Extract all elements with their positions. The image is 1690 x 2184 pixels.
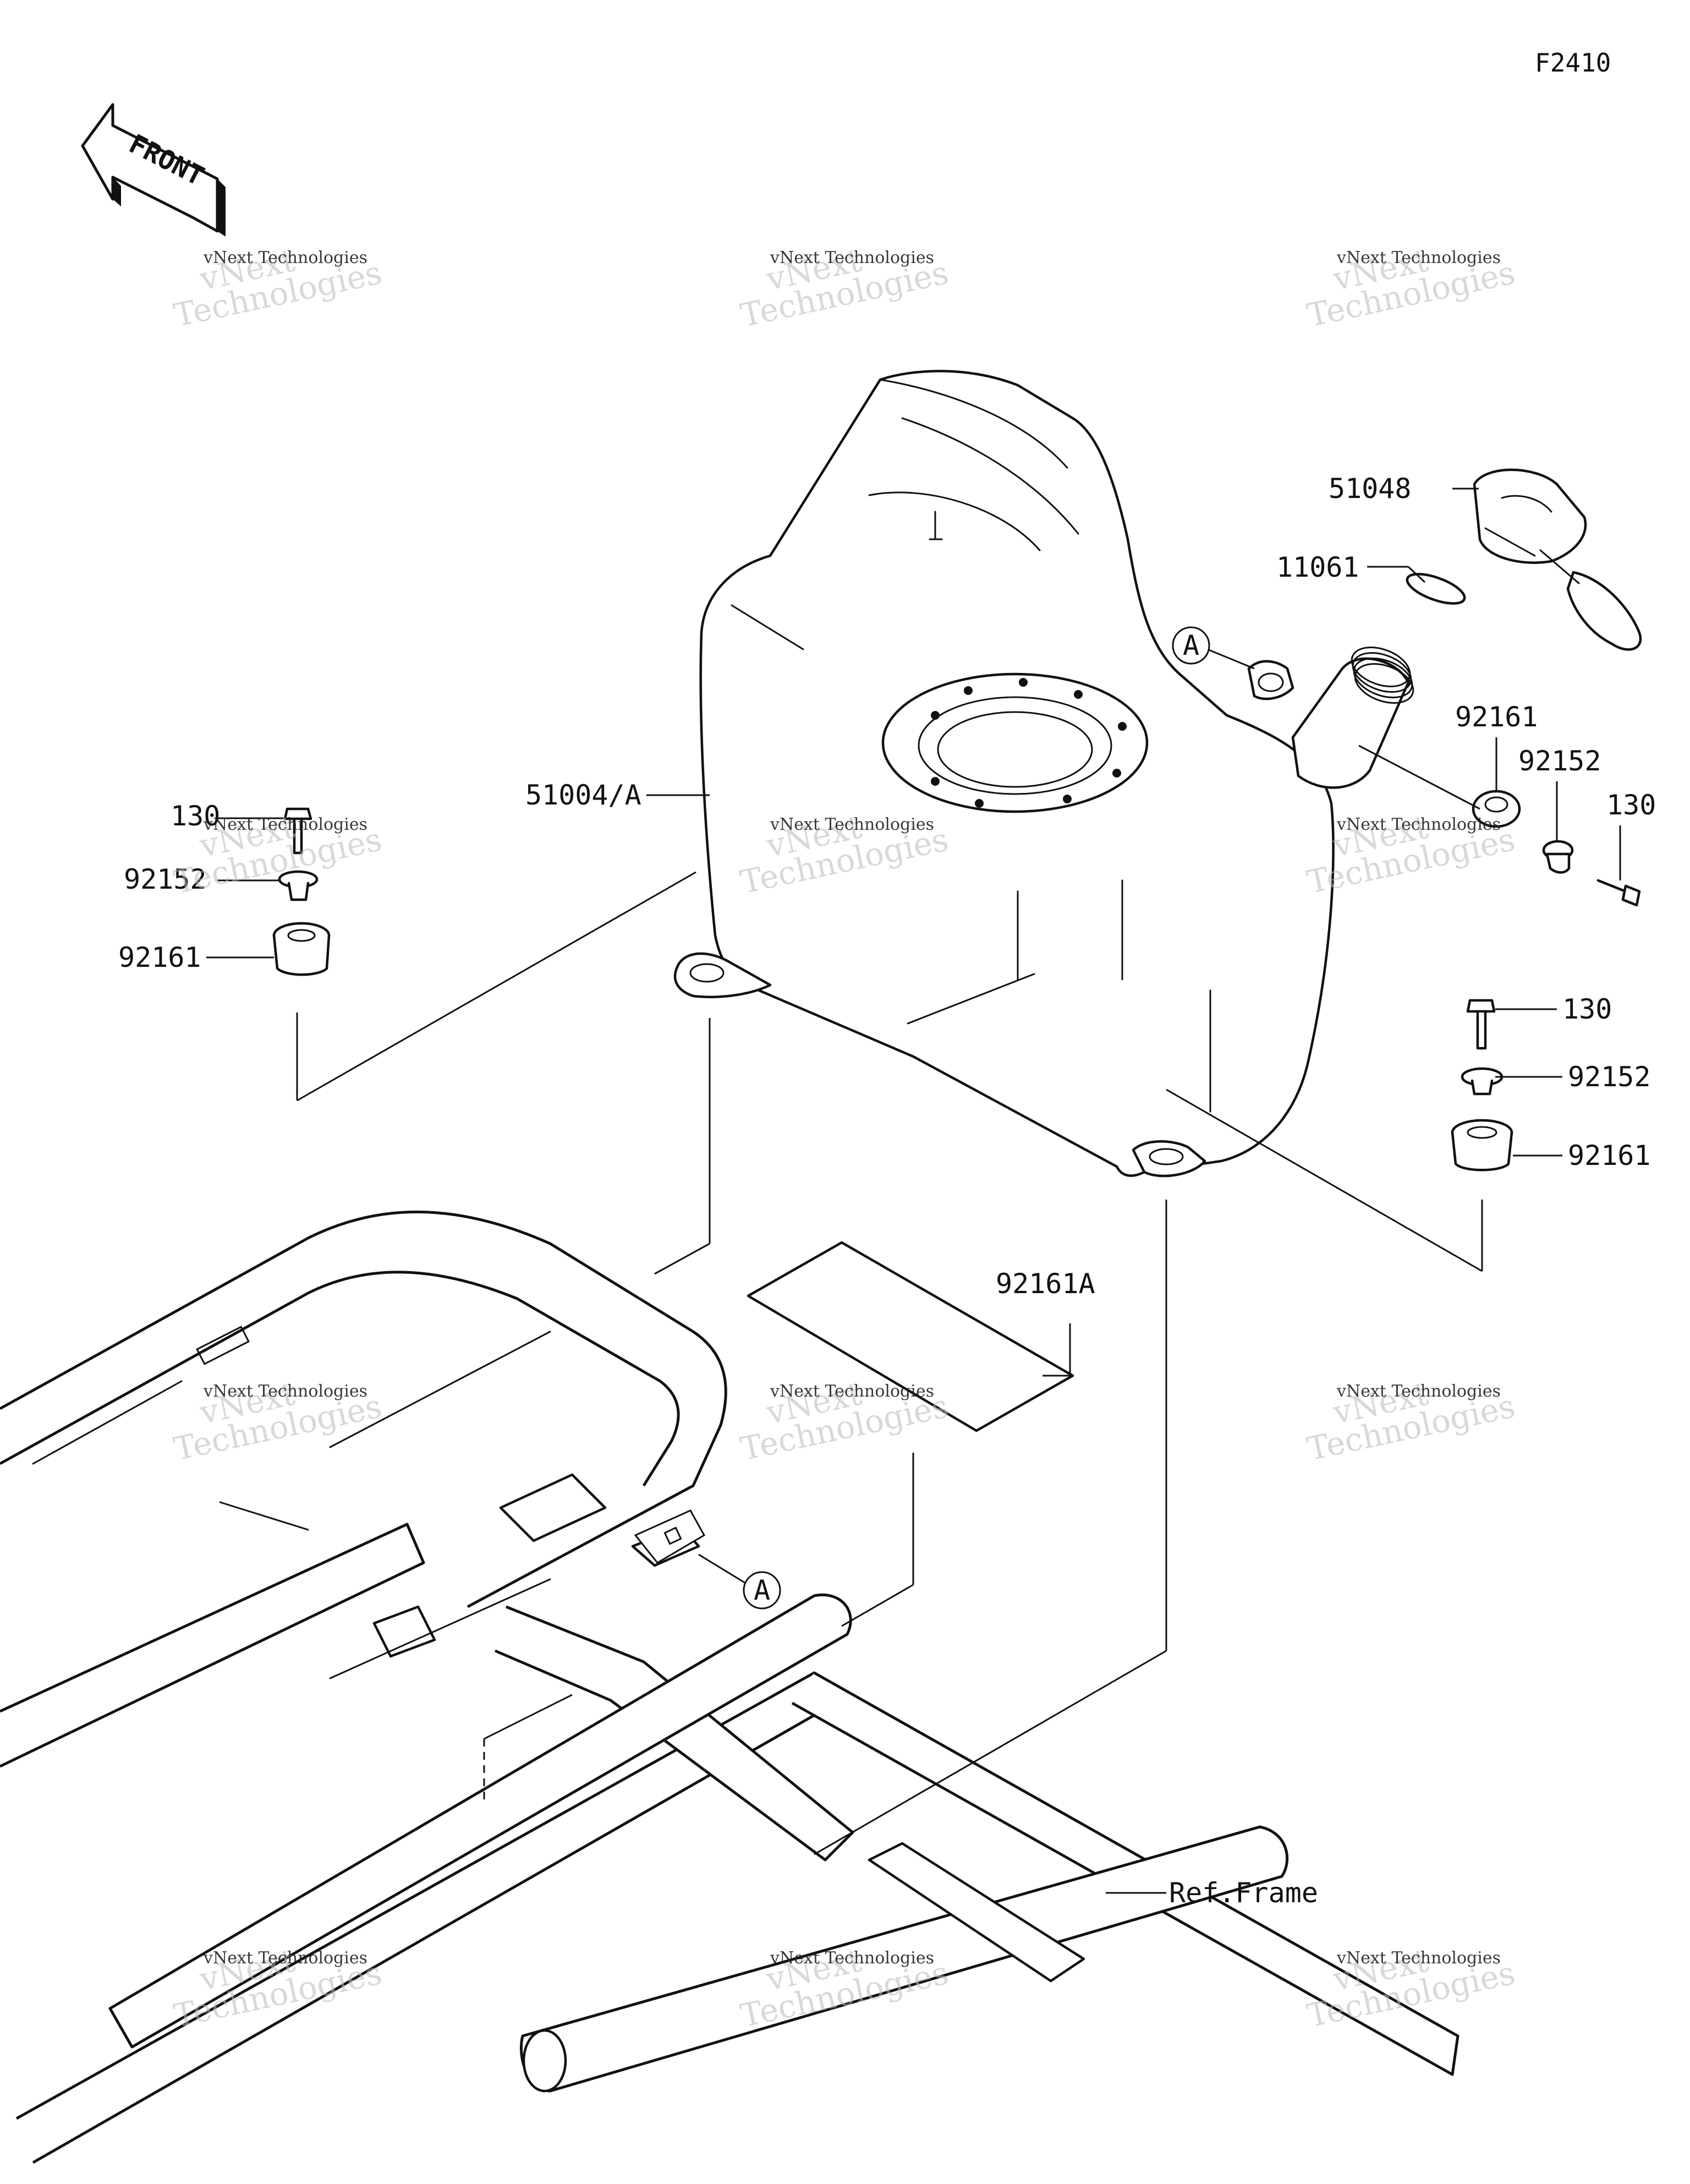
label-damper-right: 92161 bbox=[1455, 701, 1538, 733]
label-collar-left: 92152 bbox=[124, 863, 207, 895]
label-bolt-right: 130 bbox=[1606, 789, 1656, 821]
bolt-left bbox=[283, 807, 312, 855]
svg-text:vNext Technologies: vNext Technologies bbox=[203, 248, 367, 267]
fuel-cap bbox=[1473, 468, 1642, 651]
figure-code: F2410 bbox=[1535, 48, 1611, 78]
svg-text:vNext Technologies: vNext Technologies bbox=[1336, 1948, 1501, 1968]
svg-text:A: A bbox=[1183, 630, 1199, 661]
bolt-lower-right bbox=[1466, 999, 1496, 1050]
label-pad: 92161A bbox=[996, 1268, 1095, 1300]
svg-text:vNext Technologies: vNext Technologies bbox=[203, 815, 367, 834]
label-damper-lower-right: 92161 bbox=[1568, 1140, 1651, 1172]
ref-marker-a-frame: A bbox=[743, 1571, 781, 1610]
collar-left bbox=[278, 870, 319, 901]
cap-gasket bbox=[1406, 573, 1466, 605]
ref-frame bbox=[0, 1211, 1459, 2164]
svg-text:vNext Technologies: vNext Technologies bbox=[1336, 248, 1501, 267]
label-bolt-left: 130 bbox=[171, 800, 220, 832]
label-ref-frame: Ref.Frame bbox=[1169, 1877, 1318, 1909]
label-fuel-cap: 51048 bbox=[1329, 473, 1412, 505]
collar-right bbox=[1542, 840, 1574, 874]
svg-text:vNext Technologies: vNext Technologies bbox=[203, 1382, 367, 1401]
svg-text:A: A bbox=[754, 1574, 770, 1606]
front-arrow-icon: FRONT bbox=[81, 103, 226, 237]
svg-text:vNext Technologies: vNext Technologies bbox=[770, 815, 934, 834]
label-collar-right: 92152 bbox=[1518, 745, 1601, 777]
label-collar-lower-right: 92152 bbox=[1568, 1061, 1651, 1093]
svg-text:vNext Technologies: vNext Technologies bbox=[770, 248, 934, 267]
svg-text:vNext Technologies: vNext Technologies bbox=[770, 1948, 934, 1968]
ref-marker-a-top: A bbox=[1172, 626, 1210, 665]
damper-left bbox=[272, 922, 331, 976]
leader-lines bbox=[206, 488, 1621, 1894]
label-damper-left: 92161 bbox=[118, 942, 201, 973]
svg-text:vNext Technologies: vNext Technologies bbox=[203, 1948, 367, 1968]
svg-text:vNext Technologies: vNext Technologies bbox=[1336, 815, 1501, 834]
label-cap-gasket: 11061 bbox=[1276, 551, 1359, 583]
label-bolt-lower-right: 130 bbox=[1562, 993, 1612, 1025]
collar-lower-right bbox=[1461, 1067, 1504, 1096]
svg-text:vNext Technologies: vNext Technologies bbox=[1336, 1382, 1501, 1401]
label-sticker bbox=[634, 1509, 706, 1564]
svg-text:vNext Technologies: vNext Technologies bbox=[770, 1382, 934, 1401]
damper-lower-right bbox=[1451, 1119, 1513, 1172]
fuel-tank bbox=[673, 370, 1414, 1178]
label-fuel-tank: 51004/A bbox=[525, 779, 641, 811]
bolt-right bbox=[1596, 879, 1641, 907]
pad bbox=[747, 1241, 1074, 1432]
